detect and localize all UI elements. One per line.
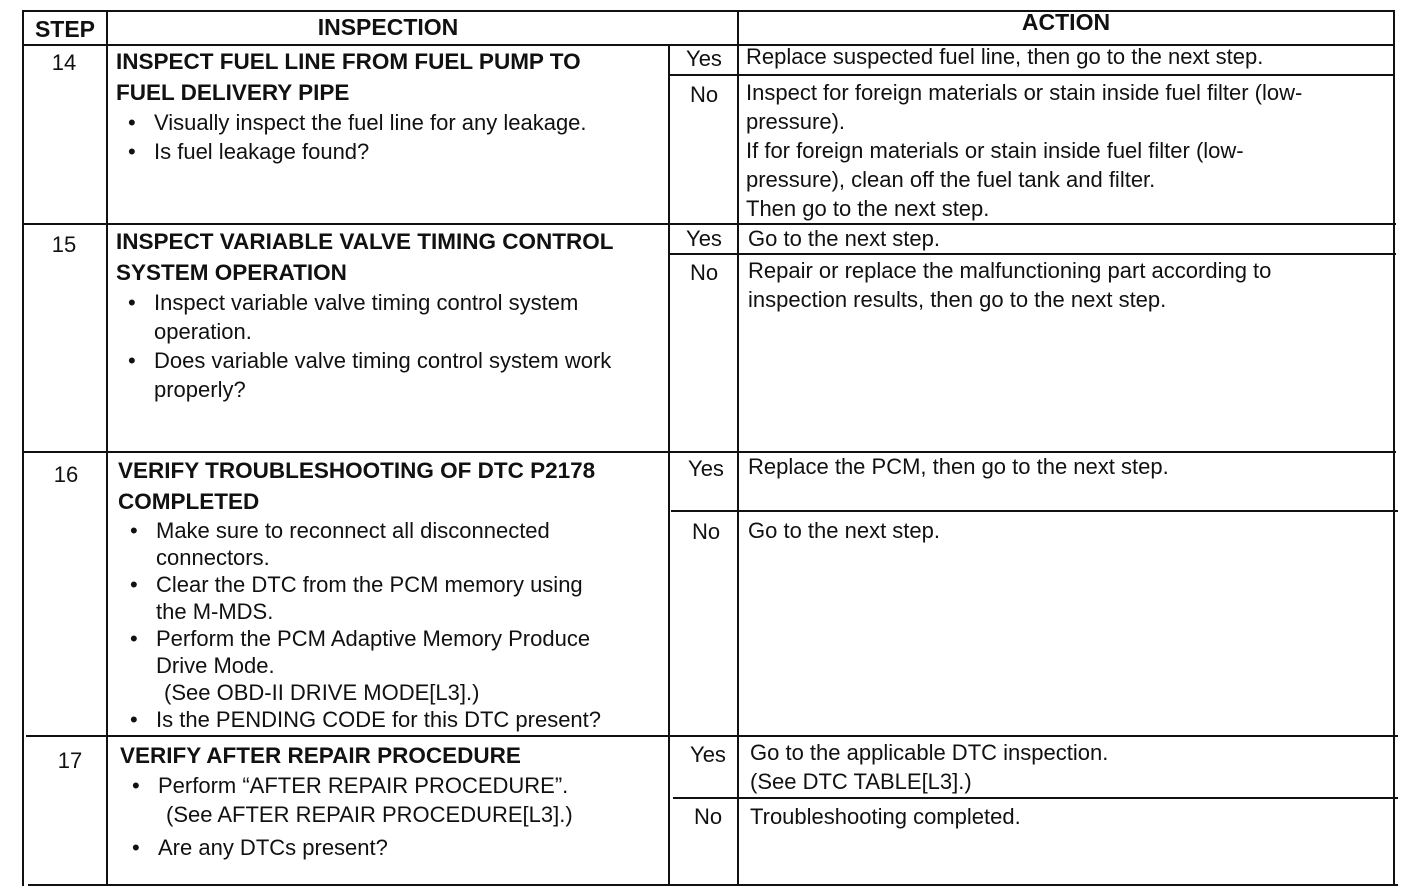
yes-no-column-divider [668, 44, 670, 886]
bullet-item: •Inspect variable valve timing control s… [128, 290, 579, 344]
yes-action-15: Go to the next step. [748, 226, 941, 251]
table-left-border [22, 10, 24, 886]
step-number-14: 14 [51, 50, 77, 75]
no-action-16: Go to the next step. [748, 518, 941, 543]
bullet-item: •Is the PENDING CODE for this DTC presen… [130, 707, 602, 732]
step-column-divider [106, 10, 108, 886]
table-bottom-border [28, 884, 1398, 886]
bullet-item: •Clear the DTC from the PCM memory using… [130, 572, 583, 624]
no-label-15: No [689, 260, 719, 285]
header-bottom-border [22, 44, 1394, 46]
row-divider-15-16 [24, 451, 1396, 453]
yes-no-divider-17 [673, 797, 1398, 799]
row-divider-14-15 [22, 223, 1396, 225]
inspection-title: INSPECT VARIABLE VALVE TIMING CONTROL SY… [116, 229, 614, 285]
inspection-bullets: •Inspect variable valve timing control s… [116, 288, 614, 404]
inspection-bullets: •Perform “AFTER REPAIR PROCEDURE”. (See … [120, 771, 573, 862]
yes-action-14: Replace suspected fuel line, then go to … [746, 44, 1264, 69]
step-column-header: STEP [34, 16, 96, 42]
table-right-border [1393, 10, 1395, 886]
inspection-cell-15: INSPECT VARIABLE VALVE TIMING CONTROL SY… [116, 226, 614, 404]
inspection-cell-17: VERIFY AFTER REPAIR PROCEDURE •Perform “… [120, 740, 573, 862]
step-number-16: 16 [53, 462, 79, 487]
step-number-15: 15 [51, 232, 77, 257]
bullet-item: •Does variable valve timing control syst… [128, 348, 612, 402]
no-action-15: Repair or replace the malfunctioning par… [748, 258, 1272, 312]
yes-label-14: Yes [686, 46, 722, 71]
yes-label-17: Yes [690, 742, 726, 767]
no-label-14: No [689, 82, 719, 107]
inspection-cell-16: VERIFY TROUBLESHOOTING OF DTC P2178 COMP… [118, 455, 601, 733]
table-top-border [22, 10, 1394, 12]
bullet-item: •Perform the PCM Adaptive Memory Produce… [130, 626, 591, 705]
no-label-16: No [691, 519, 721, 544]
bullet-item: •Are any DTCs present? [132, 835, 388, 860]
yes-no-divider-16 [671, 510, 1398, 512]
yes-no-divider-15 [669, 253, 1396, 255]
inspection-title: INSPECT FUEL LINE FROM FUEL PUMP TO FUEL… [116, 49, 581, 105]
bullet-item: •Visually inspect the fuel line for any … [128, 110, 587, 135]
bullet-item: •Is fuel leakage found? [128, 139, 370, 164]
bullet-item: •Perform “AFTER REPAIR PROCEDURE”. (See … [132, 773, 573, 827]
inspection-bullets: •Visually inspect the fuel line for any … [116, 108, 587, 166]
no-action-17: Troubleshooting completed. [750, 804, 1021, 829]
bullet-item: •Make sure to reconnect all disconnected… [130, 518, 550, 570]
inspection-column-header: INSPECTION [317, 14, 459, 40]
row-divider-16-17 [26, 735, 1398, 737]
yes-label-15: Yes [686, 226, 722, 251]
yes-no-divider-14 [669, 74, 1394, 76]
inspection-bullets: •Make sure to reconnect all disconnected… [118, 517, 601, 733]
inspection-title: VERIFY TROUBLESHOOTING OF DTC P2178 COMP… [118, 458, 596, 514]
yes-action-16: Replace the PCM, then go to the next ste… [748, 454, 1169, 479]
no-action-14: Inspect for foreign materials or stain i… [746, 80, 1303, 221]
no-label-17: No [693, 804, 723, 829]
action-column-divider [737, 10, 739, 886]
yes-action-17: Go to the applicable DTC inspection. (Se… [750, 740, 1109, 794]
inspection-cell-14: INSPECT FUEL LINE FROM FUEL PUMP TO FUEL… [116, 46, 587, 166]
inspection-title: VERIFY AFTER REPAIR PROCEDURE [120, 743, 521, 768]
yes-label-16: Yes [688, 456, 724, 481]
step-number-17: 17 [57, 748, 83, 773]
action-column-header: ACTION [1021, 9, 1111, 35]
